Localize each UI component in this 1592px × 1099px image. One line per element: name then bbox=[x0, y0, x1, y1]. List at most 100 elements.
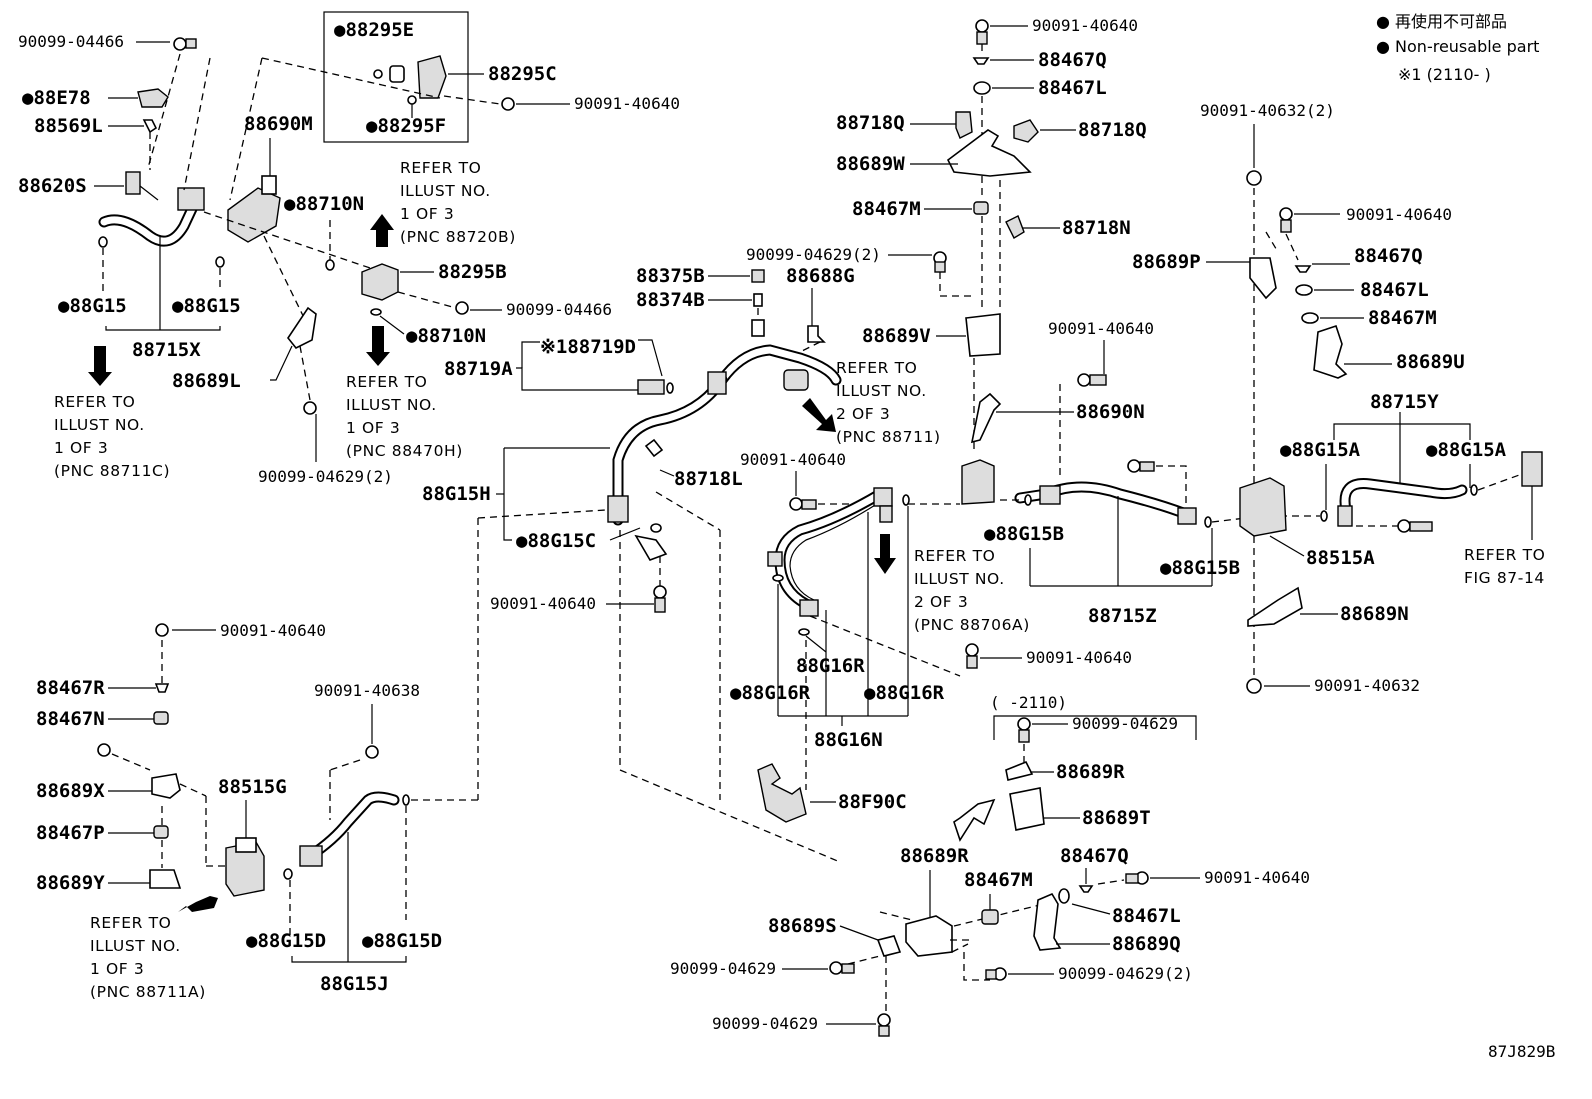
valve-core-icon bbox=[389, 65, 405, 83]
refer-text-line4: (PNC 88711A) bbox=[90, 983, 206, 1001]
part-label-88710N-bottom: ●88710N bbox=[406, 325, 486, 347]
part-label-88688G: 88688G bbox=[786, 265, 855, 287]
o-ring-icon bbox=[325, 259, 335, 271]
part-label-88467L-top: 88467L bbox=[1038, 77, 1107, 99]
refer-text-line2: ILLUST NO. bbox=[836, 382, 927, 400]
refer-text-line1: REFER TO bbox=[914, 547, 995, 565]
part-label-88G15-right: ●88G15 bbox=[172, 295, 241, 317]
sensor-icon bbox=[955, 111, 973, 139]
bolt-icon bbox=[1127, 459, 1141, 473]
part-label-88689V: 88689V bbox=[862, 325, 931, 347]
inset-box bbox=[323, 11, 469, 143]
refer-text-line1: REFER TO bbox=[836, 359, 917, 377]
o-ring-icon bbox=[402, 794, 410, 806]
clamp-icon bbox=[807, 325, 826, 343]
bracket-icon bbox=[287, 306, 317, 350]
part-label-90091-40640-f: 90091-40640 bbox=[1048, 319, 1154, 338]
arrow-down-icon bbox=[88, 346, 112, 386]
part-label-90099-04629-box: 90099-04629 bbox=[1072, 714, 1178, 733]
bolt-shank-icon bbox=[841, 963, 855, 974]
part-label-90091-40640-e: 90091-40640 bbox=[1032, 16, 1138, 35]
clamp-icon bbox=[879, 505, 893, 523]
refer-text-line2: FIG 87-14 bbox=[1464, 569, 1545, 587]
refer-text-line3: 1 OF 3 bbox=[346, 419, 400, 437]
grommet-icon bbox=[1058, 888, 1070, 904]
o-ring-icon bbox=[1470, 484, 1478, 496]
bolt-shank-icon bbox=[1409, 521, 1433, 532]
part-label-90091-40638: 90091-40638 bbox=[314, 681, 420, 700]
o-ring-icon bbox=[283, 868, 293, 880]
part-label-88295F: ●88295F bbox=[366, 115, 446, 137]
bolt-icon bbox=[877, 1013, 891, 1027]
part-label-88718Q-left: 88718Q bbox=[836, 112, 905, 134]
refer-text-line3: 1 OF 3 bbox=[90, 960, 144, 978]
part-label-88467M-bottom: 88467M bbox=[964, 869, 1033, 891]
part-label-88295C: 88295C bbox=[488, 63, 557, 85]
clip-small-icon bbox=[142, 119, 158, 134]
hose-fitting-icon bbox=[1039, 485, 1061, 505]
sensor-88690M-group: 88690M ●88710N REFER TO ILLUST NO. 1 OF … bbox=[172, 57, 612, 486]
arrow-diagonal-icon bbox=[802, 398, 836, 432]
connector-icon bbox=[235, 837, 257, 853]
bolt-icon bbox=[1017, 717, 1031, 731]
part-label-88689W: 88689W bbox=[836, 153, 905, 175]
refer-text-line2: ILLUST NO. bbox=[54, 416, 145, 434]
top-left-group: 90099-04466 ●88E78 88569L 88620S ●88G15 … bbox=[18, 32, 241, 480]
grommet-icon bbox=[1295, 284, 1313, 296]
bolt-shank-icon bbox=[1089, 374, 1107, 386]
part-label-88689Q: 88689Q bbox=[1112, 933, 1181, 955]
washer-icon bbox=[1294, 265, 1312, 273]
part-label-88G15A-right: ●88G15A bbox=[1426, 439, 1507, 461]
bolt-icon bbox=[155, 623, 169, 637]
clip-icon bbox=[137, 88, 169, 108]
part-label-88515G: 88515G bbox=[218, 776, 287, 798]
part-label-88G15C: ●88G15C bbox=[516, 530, 596, 552]
part-label-88G16R-left: ●88G16R bbox=[730, 682, 811, 704]
part-label-88719D: ※188719D bbox=[540, 336, 636, 358]
bolt-icon bbox=[829, 961, 843, 975]
part-label-88467L-right: 88467L bbox=[1360, 279, 1429, 301]
valve-core-icon bbox=[753, 293, 763, 307]
o-ring-icon bbox=[370, 308, 382, 316]
part-label-90091-40640-i: 90091-40640 bbox=[1346, 205, 1452, 224]
o-ring-icon bbox=[215, 256, 225, 268]
refer-text-line2: ILLUST NO. bbox=[90, 937, 181, 955]
refer-text-line1: REFER TO bbox=[400, 159, 481, 177]
grommet-icon bbox=[973, 81, 991, 95]
part-label-88689Y: 88689Y bbox=[36, 872, 105, 894]
o-ring-icon bbox=[902, 494, 910, 506]
part-label-90091-40640-d: 90091-40640 bbox=[220, 621, 326, 640]
bracket-assembly-icon bbox=[905, 915, 953, 957]
sensor-plug-icon bbox=[125, 171, 141, 195]
o-ring-icon bbox=[798, 628, 810, 636]
part-label-88G15A-left: ●88G15A bbox=[1280, 439, 1361, 461]
part-label-90091-40640-a: 90091-40640 bbox=[574, 94, 680, 113]
bolt-shank-icon bbox=[801, 499, 817, 510]
part-label-88467M-right: 88467M bbox=[1368, 307, 1437, 329]
part-label-88G15H: 88G15H bbox=[422, 483, 491, 505]
bracket-icon bbox=[149, 869, 182, 889]
part-label-88718N: 88718N bbox=[1062, 217, 1131, 239]
bolt-shank-icon bbox=[934, 261, 946, 273]
pressure-switch-icon bbox=[637, 379, 665, 395]
part-label-88719A: 88719A bbox=[444, 358, 513, 380]
diagram-code: 87J829B bbox=[1488, 1042, 1555, 1061]
part-label-88718Q-right: 88718Q bbox=[1078, 119, 1147, 141]
connector-block-icon bbox=[1521, 451, 1543, 487]
hose-fitting-icon bbox=[1177, 507, 1197, 525]
legend-english: ● Non-reusable part bbox=[1376, 37, 1539, 56]
o-ring-icon bbox=[407, 95, 417, 105]
part-label-88689P: 88689P bbox=[1132, 251, 1201, 273]
refer-text-line4: (PNC 88706A) bbox=[914, 616, 1030, 634]
part-label-88467Q-right: 88467Q bbox=[1354, 245, 1423, 267]
refer-text-line1: REFER TO bbox=[346, 373, 427, 391]
refer-text-line3: 1 OF 3 bbox=[400, 205, 454, 223]
arrow-diagonal-icon bbox=[953, 798, 996, 842]
bolt-shank-icon bbox=[1139, 461, 1155, 472]
bolt-icon bbox=[455, 301, 469, 315]
part-label-90099-04466: 90099-04466 bbox=[18, 32, 124, 51]
bracket-icon bbox=[634, 534, 668, 561]
refer-text-line4: (PNC 88711C) bbox=[54, 462, 170, 480]
part-label-88G15B-right: ●88G15B bbox=[1160, 557, 1240, 579]
part-label-90091-40640-g: 90091-40640 bbox=[740, 450, 846, 469]
